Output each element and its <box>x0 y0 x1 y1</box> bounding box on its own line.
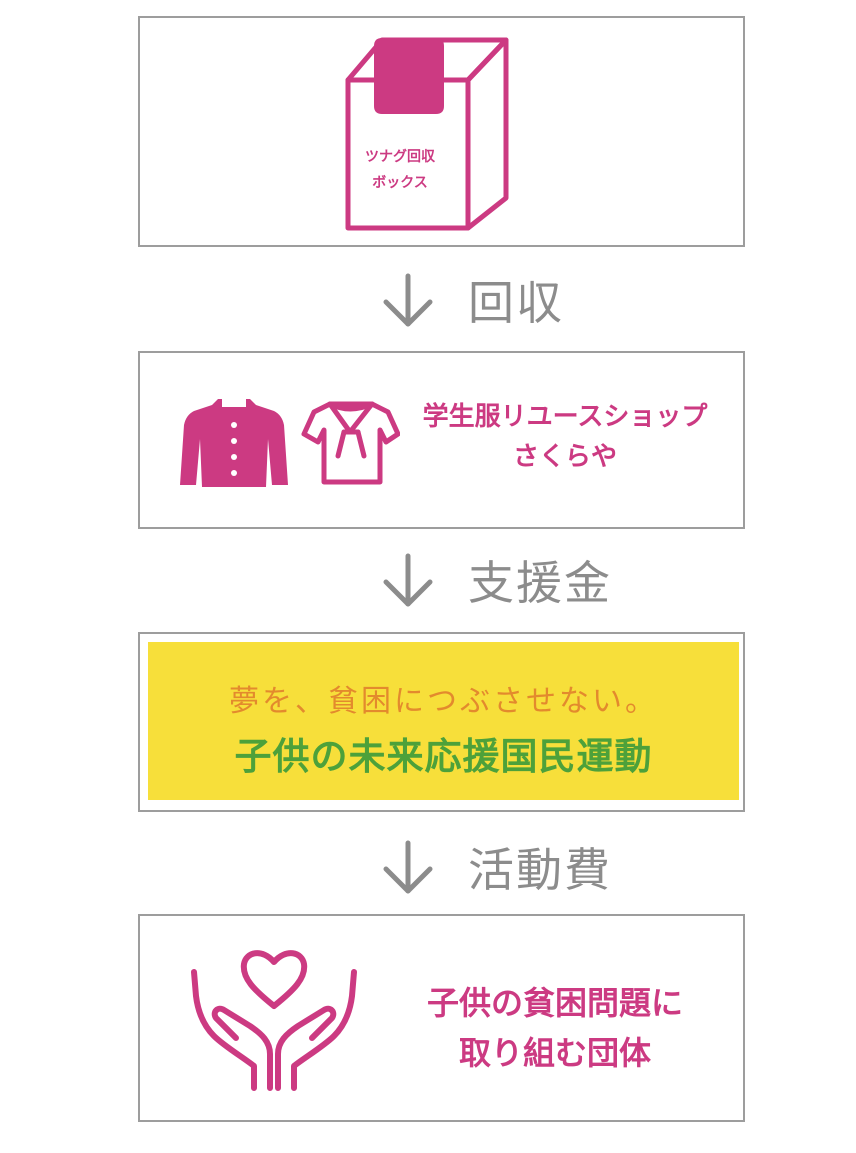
uniform-shop-name-line2: さくらや <box>512 442 617 472</box>
step-label-collection: 回収 <box>468 276 564 330</box>
uniform-shop-panel: 学生服リユースショップ さくらや <box>138 351 745 529</box>
uniform-shop-name-line1: 学生服リユースショップ <box>422 402 708 432</box>
organization-description: 子供の貧困問題に 取り組む団体 <box>390 978 720 1078</box>
step-activity-funds: 活動費 <box>378 832 612 902</box>
school-jacket-icon <box>180 399 288 487</box>
organization-description-line2: 取り組む団体 <box>458 1034 651 1072</box>
uniform-shop-name: 学生服リユースショップ さくらや <box>400 397 730 477</box>
step-label-activity-funds: 活動費 <box>468 843 612 897</box>
collection-box-panel: ツナグ回収 ボックス <box>138 16 745 247</box>
step-support-money: 支援金 <box>378 545 612 615</box>
collection-box-caption-line1: ツナグ回収 <box>365 149 435 165</box>
step-label-support-money: 支援金 <box>468 556 612 610</box>
collection-box-icon <box>345 37 509 231</box>
campaign-panel: 夢を、貧困につぶさせない。 子供の未来応援国民運動 <box>138 632 745 812</box>
heart-in-hands-icon <box>191 950 357 1091</box>
down-arrow-icon <box>383 273 433 327</box>
sailor-blouse-icon <box>301 401 400 485</box>
campaign-title: 子供の未来応援国民運動 <box>234 735 653 778</box>
collection-box-caption: ツナグ回収 ボックス <box>352 144 448 196</box>
organization-panel: 子供の貧困問題に 取り組む団体 <box>138 914 745 1122</box>
campaign-banner: 夢を、貧困につぶさせない。 子供の未来応援国民運動 <box>148 642 739 800</box>
step-collection: 回収 <box>378 265 564 335</box>
organization-description-line1: 子供の貧困問題に <box>426 984 683 1022</box>
collection-box-caption-line2: ボックス <box>372 175 428 191</box>
down-arrow-icon <box>383 840 433 894</box>
campaign-slogan: 夢を、貧困につぶさせない。 <box>229 684 658 719</box>
down-arrow-icon <box>383 553 433 607</box>
